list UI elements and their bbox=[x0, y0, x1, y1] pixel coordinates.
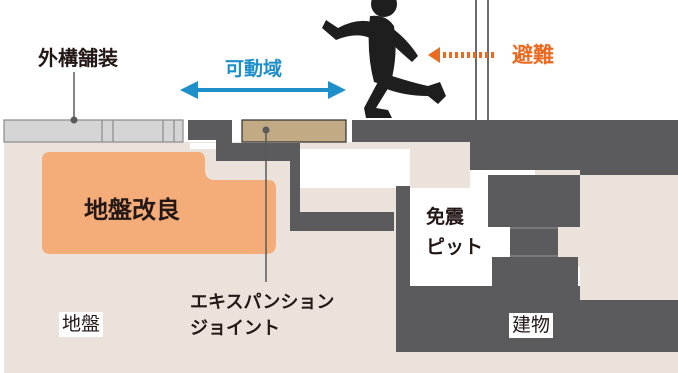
running-person-icon bbox=[322, 0, 446, 118]
isolator-rubber-core bbox=[510, 227, 558, 257]
ground-improvement-block bbox=[42, 152, 276, 254]
pit-wall-and-floor bbox=[396, 186, 678, 352]
paving-slab bbox=[3, 119, 184, 143]
exterior-paving-label: 外構舗装 bbox=[38, 46, 118, 70]
isolator-lower-plate bbox=[492, 257, 578, 286]
evacuation-label: 避難 bbox=[512, 43, 554, 67]
building-floor-slab bbox=[352, 120, 678, 175]
retaining-wall bbox=[188, 120, 394, 231]
evacuation-arrow-icon bbox=[428, 47, 494, 63]
isolator-upper-plate bbox=[488, 175, 580, 227]
expansion-joint-label-line2: ジョイント bbox=[190, 318, 280, 339]
isolation-pit-label-line2: ピット bbox=[426, 236, 484, 258]
expansion-joint-plate bbox=[241, 119, 347, 143]
ground-label: 地盤 bbox=[59, 312, 104, 337]
movable-range-label: 可動域 bbox=[225, 58, 283, 80]
movable-range-arrow-icon bbox=[180, 81, 346, 99]
ground-improvement-label: 地盤改良 bbox=[84, 196, 180, 224]
joint-leader-dot bbox=[262, 126, 270, 134]
expansion-joint-label-line1: エキスパンション bbox=[190, 292, 335, 313]
paving-leader-dot bbox=[70, 116, 78, 124]
isolation-pit-opening bbox=[190, 143, 580, 286]
building-label: 建物 bbox=[509, 313, 554, 338]
isolation-pit-label-line1: 免震 bbox=[426, 206, 465, 228]
